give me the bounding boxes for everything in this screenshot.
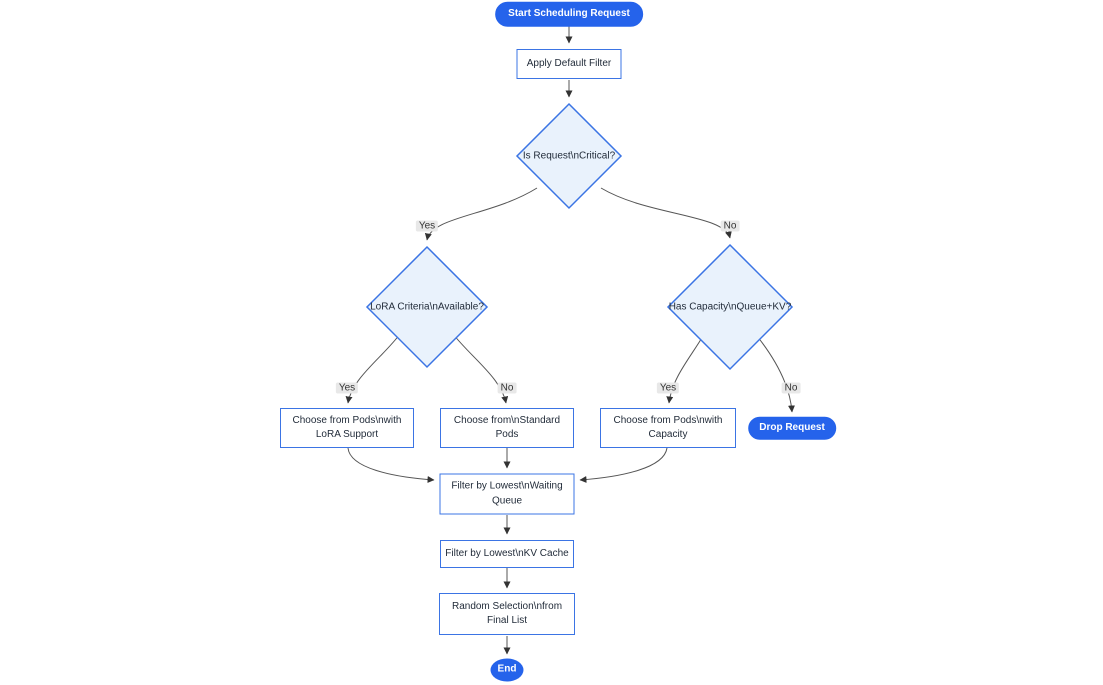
edge-critical-no (600, 187, 732, 239)
edge-capacity-no (756, 335, 795, 413)
edge-label-critical-no: No (720, 220, 740, 232)
node-filter-kv-cache: Filter by Lowest\nKV Cache (440, 540, 574, 568)
decision-lora-criteria-shape (365, 245, 489, 369)
node-has-capacity-label: Has Capacity\nQueue+KV? (668, 301, 792, 313)
edge-lora-yes (345, 333, 401, 404)
node-choose-lora-pods: Choose from Pods\nwith LoRA Support (280, 408, 414, 448)
edge-label-capacity-yes: Yes (656, 382, 680, 394)
node-filter-waiting-queue: Filter by Lowest\nWaiting Queue (439, 473, 575, 515)
edge-label-critical-yes: Yes (415, 220, 439, 232)
node-end: End (490, 658, 524, 682)
edge-critical-yes (424, 187, 538, 241)
node-random-selection: Random Selection\nfrom Final List (439, 593, 575, 635)
edge-capacitypods-to-queue (579, 447, 668, 484)
node-drop-request: Drop Request (748, 416, 836, 440)
edge-label-lora-yes: Yes (335, 382, 359, 394)
node-is-critical-label: Is Request\nCritical? (522, 150, 616, 162)
node-choose-standard-pods: Choose from\nStandard Pods (440, 408, 574, 448)
edge-label-lora-no: No (497, 382, 517, 394)
decision-is-critical-shape (515, 102, 623, 210)
node-apply-default-filter: Apply Default Filter (516, 49, 622, 79)
decision-has-capacity-shape (666, 243, 794, 371)
node-lora-criteria-label: LoRA Criteria\nAvailable? (370, 301, 484, 313)
edge-lora-no (452, 333, 509, 404)
node-start: Start Scheduling Request (495, 1, 643, 27)
node-choose-capacity-pods: Choose from Pods\nwith Capacity (600, 408, 736, 448)
edge-label-capacity-no: No (781, 382, 801, 394)
edge-lorapods-to-queue (347, 447, 435, 484)
edge-capacity-yes (666, 335, 704, 404)
